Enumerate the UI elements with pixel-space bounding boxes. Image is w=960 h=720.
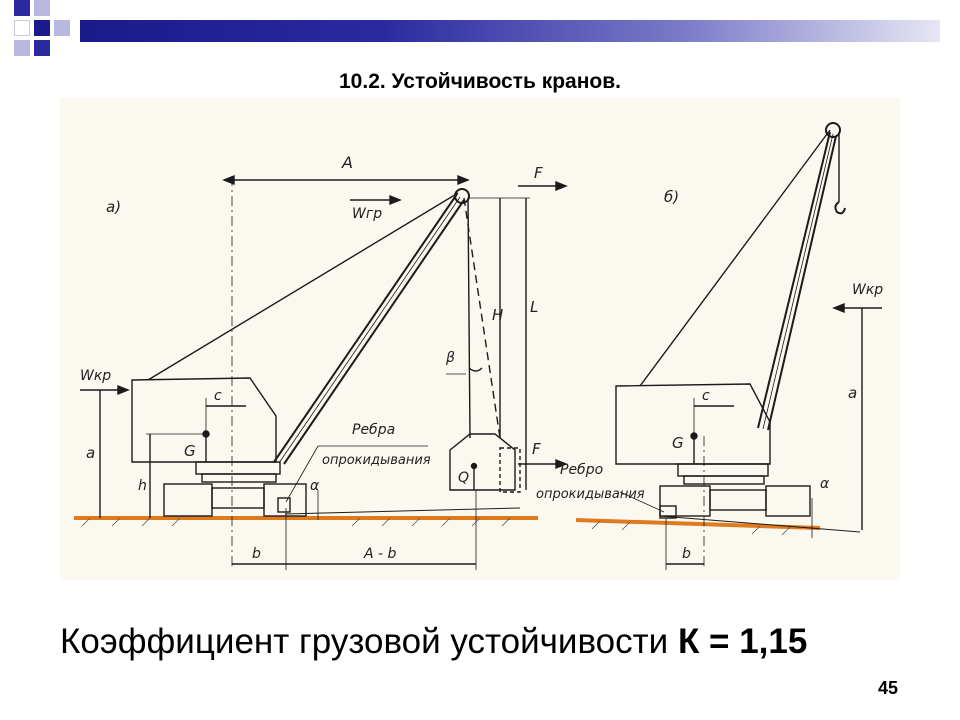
label-Q: Q bbox=[458, 470, 469, 486]
incline-line-b bbox=[659, 515, 861, 533]
label-h: h bbox=[138, 478, 147, 494]
caption-text: Коэффициент грузовой устойчивости bbox=[60, 622, 669, 661]
label-w-kr-a: Wкр bbox=[80, 368, 111, 384]
boom-lower-a bbox=[283, 199, 465, 465]
header-square-5 bbox=[54, 20, 70, 36]
ground-line-b bbox=[575, 518, 821, 530]
label-L: L bbox=[530, 298, 538, 316]
label-a-b: a bbox=[848, 384, 857, 402]
boom-upper-a bbox=[273, 193, 458, 463]
header-square-1 bbox=[14, 0, 30, 16]
label-alpha-b: α bbox=[820, 476, 830, 492]
label-c-b: c bbox=[702, 388, 710, 404]
f-bottom-arrow-head bbox=[555, 458, 568, 470]
label-f-bottom: F bbox=[532, 440, 541, 458]
header-square-7 bbox=[34, 40, 50, 56]
dim-a-arrow-right bbox=[457, 174, 470, 186]
tipping-edge-block-b bbox=[659, 505, 677, 519]
figure-a bbox=[74, 174, 568, 570]
label-rebro-1-b: Ребро bbox=[560, 462, 603, 478]
label-G-a: G bbox=[184, 442, 196, 460]
figure-b bbox=[575, 122, 882, 570]
label-b-a: b bbox=[252, 546, 261, 562]
boom-pulley-a bbox=[454, 188, 470, 204]
guy-rope-b bbox=[639, 129, 831, 387]
beta-arc bbox=[468, 367, 483, 372]
load-center-a bbox=[470, 462, 478, 470]
hook-icon bbox=[834, 201, 846, 215]
page-number: 45 bbox=[878, 678, 899, 698]
load-box-deflected-a bbox=[499, 447, 521, 493]
label-w-kr-b: Wкр bbox=[852, 282, 883, 298]
label-rebro-1-a: Ребра bbox=[352, 422, 395, 438]
guy-rope-a bbox=[147, 192, 459, 381]
label-a-minus-b: A - b bbox=[363, 546, 397, 562]
ground-hatching-a bbox=[81, 517, 511, 527]
header-gradient-bar bbox=[80, 20, 940, 42]
wkr-arrow-head-b bbox=[832, 302, 845, 314]
ground-hatching-b bbox=[591, 520, 791, 536]
label-b-b: b bbox=[682, 546, 691, 562]
boom-center-a bbox=[278, 196, 461, 464]
diagram-paper bbox=[60, 98, 900, 580]
wgr-arrow-head bbox=[389, 194, 402, 206]
label-f-top: F bbox=[534, 164, 543, 182]
panel-label-a: а) bbox=[106, 198, 121, 216]
label-alpha-a: α bbox=[310, 478, 320, 494]
boom-pulley-b bbox=[825, 122, 841, 138]
boom-lower-b bbox=[767, 135, 837, 431]
label-rebro-2-a: опрокидывания bbox=[322, 453, 431, 468]
hoist-rope-a bbox=[467, 197, 471, 439]
label-H: H bbox=[492, 306, 503, 324]
turntable-ring-a bbox=[201, 473, 277, 483]
turntable-ring-b bbox=[683, 475, 765, 485]
label-c-a: c bbox=[214, 388, 222, 404]
label-rebro-2-b: опрокидывания bbox=[536, 487, 645, 502]
cab-a bbox=[131, 377, 277, 463]
boom-center-b bbox=[762, 133, 834, 430]
caption-formula: К = 1,15 bbox=[677, 622, 808, 661]
rebro-leader-a bbox=[285, 445, 319, 503]
track-right-b bbox=[765, 485, 811, 517]
header-square-2 bbox=[34, 0, 50, 16]
boom-upper-b bbox=[757, 131, 831, 429]
label-w-gr: Wгр bbox=[352, 206, 382, 222]
wkr-arrow-head-a bbox=[117, 384, 130, 396]
load-box-a bbox=[449, 433, 516, 491]
incline-line-a bbox=[284, 507, 521, 515]
stability-coefficient-caption: Коэффициент грузовой устойчивости К = 1,… bbox=[60, 622, 807, 662]
f-top-arrow-head bbox=[555, 180, 568, 192]
crane-stability-diagram: а) A Wгр F H L β Wкр a c G h Q F α b A -… bbox=[60, 98, 900, 580]
header-square-3 bbox=[14, 20, 30, 36]
dim-a-arrow-left bbox=[222, 174, 235, 186]
label-beta: β bbox=[445, 350, 455, 366]
tipping-edge-block-a bbox=[277, 497, 291, 513]
label-G-b: G bbox=[672, 434, 684, 452]
deflected-rope-a bbox=[463, 197, 501, 439]
label-a-a: a bbox=[86, 444, 95, 462]
panel-label-b: б) bbox=[664, 188, 679, 206]
slide-title: 10.2. Устойчивость кранов. bbox=[339, 70, 621, 93]
header-square-6 bbox=[14, 40, 30, 56]
track-right-a bbox=[263, 483, 307, 517]
rebro-leader-b bbox=[619, 491, 665, 513]
header-square-4 bbox=[34, 20, 50, 36]
label-dim-A: A bbox=[341, 153, 353, 172]
cab-b bbox=[615, 383, 771, 465]
